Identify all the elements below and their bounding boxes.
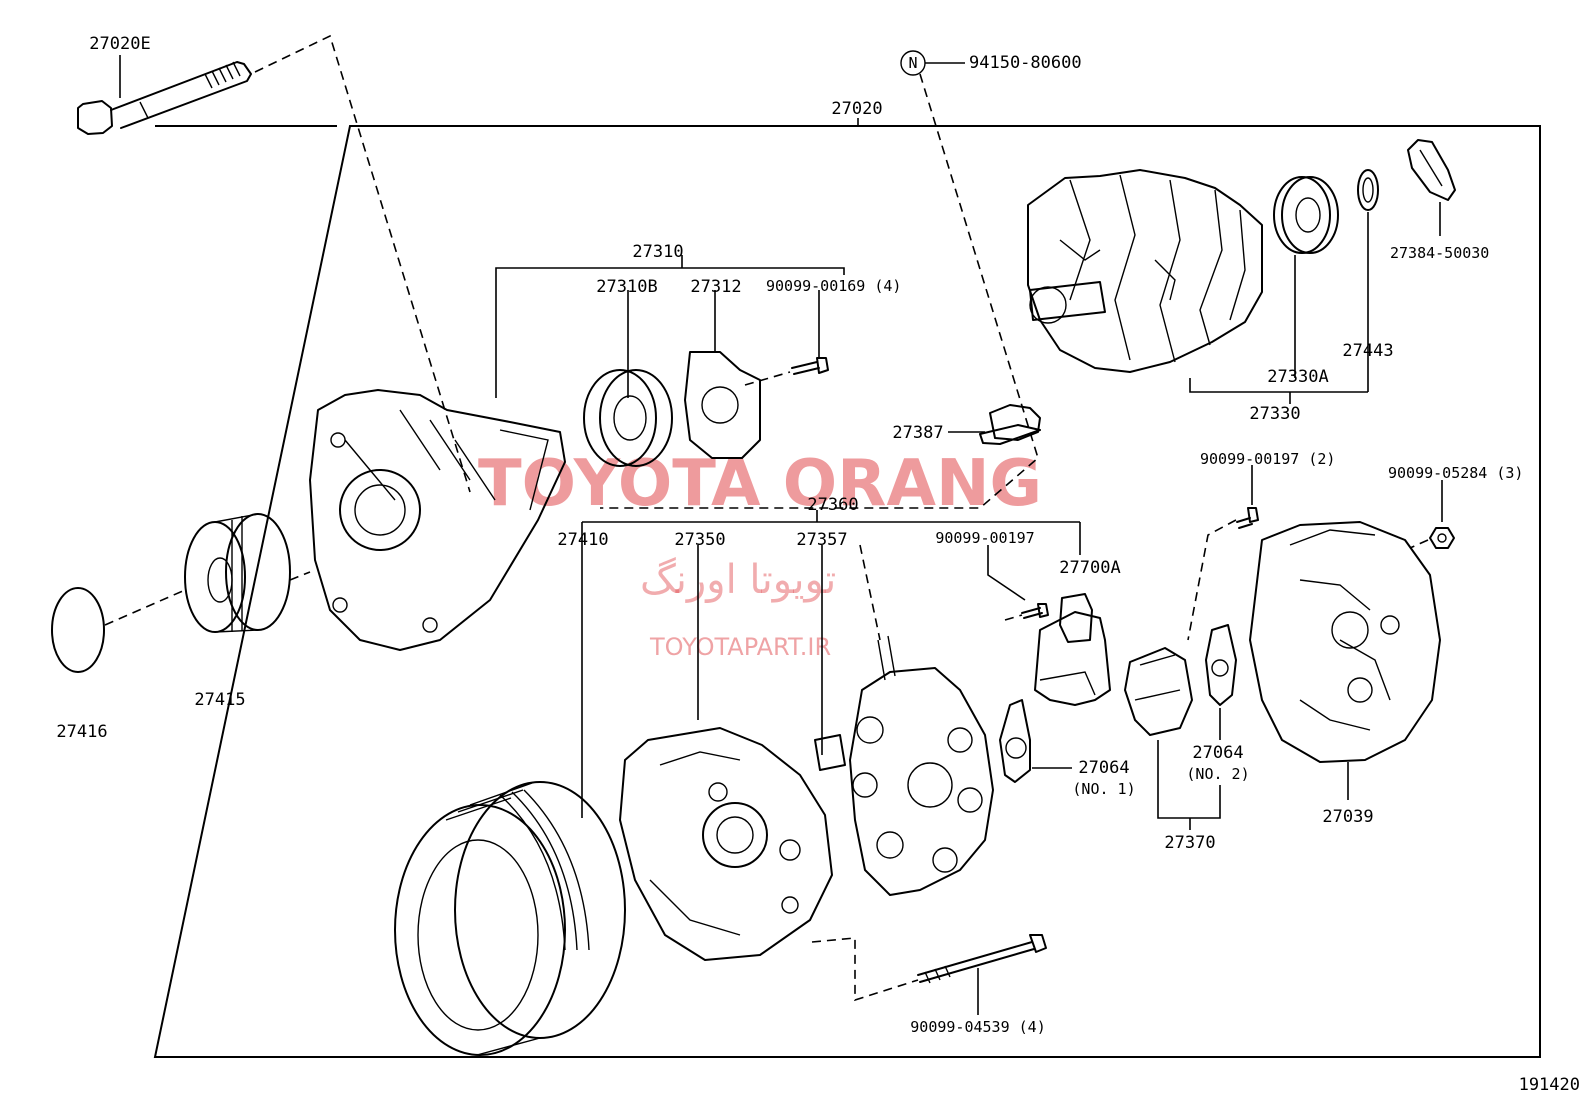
label-27064-no2: 27064 [1192,743,1243,763]
watermark-site: TOYOTAPART.IR [649,633,831,661]
brush-holder-drawing [1124,647,1193,736]
large-pulley-27410-drawing [394,781,626,1056]
screw-00169-drawing [791,357,829,375]
watermark: TOYOTA ORANG تویوتا اورنگ TOYOTAPART.IR [478,447,1042,661]
label-27330: 27330 [1249,404,1300,424]
assembly-frame [153,125,1541,1058]
insulator-27387-drawing [979,404,1041,445]
label-27357: 27357 [796,530,847,550]
bearing-27330a-drawing [1273,176,1339,254]
label-27310: 27310 [632,242,683,262]
label-27370: 27370 [1164,833,1215,853]
label-27312: 27312 [690,277,741,297]
label-27064-no1-note: (NO. 1) [1072,780,1135,798]
washer-27443-drawing [1357,169,1379,211]
watermark-brand: TOYOTA ORANG [478,447,1042,521]
label-94150-80600: 94150-80600 [969,53,1082,73]
svg-text:N: N [908,54,917,72]
gasket-no2-drawing [1205,624,1237,706]
cap-27416-drawing [51,587,105,673]
rectifier-27357-drawing [814,635,994,896]
label-27310b: 27310B [596,277,657,297]
label-90099-00197: 90099-00197 [935,529,1034,547]
label-90099-05284: 90099-05284 (3) [1388,464,1523,482]
rotor-drawing [1027,169,1263,373]
label-27387: 27387 [892,423,943,443]
part-labels: 27020E 94150-80600 27020 27310 27310B 27… [56,34,1580,1095]
label-27410: 27410 [557,530,608,550]
label-27415: 27415 [194,690,245,710]
label-27064-no2-note: (NO. 2) [1186,765,1249,783]
label-27700a: 27700A [1059,558,1120,578]
bolt-04539-drawing [917,934,1047,984]
label-27443: 27443 [1342,341,1393,361]
label-27020: 27020 [831,99,882,119]
cover-ring-drawing [1407,139,1456,201]
label-27360: 27360 [807,495,858,515]
label-27384-50030: 27384-50030 [1390,244,1489,262]
watermark-brand-fa: تویوتا اورنگ [640,557,836,603]
label-27330a: 27330A [1267,367,1328,387]
through-bolt-drawing [77,61,252,135]
label-90099-00169: 90099-00169 (4) [766,277,901,295]
nut-05284-drawing [1429,527,1455,549]
figure-number: 191420 [1519,1075,1580,1095]
drive-end-frame-drawing [309,389,566,651]
rear-cover-27039-drawing [1249,521,1441,763]
label-27350: 27350 [674,530,725,550]
screw-00197-drawing [1021,603,1049,619]
retainer-27312-drawing [684,351,761,459]
bearing-27310b-drawing [583,369,673,467]
rectifier-end-frame-27350-drawing [619,727,833,961]
label-90099-04539: 90099-04539 (4) [910,1018,1045,1036]
regulator-27700a-drawing [1034,593,1111,706]
label-27416: 27416 [56,722,107,742]
label-90099-00197-2: 90099-00197 (2) [1200,450,1335,468]
screw-00197-2-drawing [1236,507,1259,529]
gasket-no1-drawing [999,699,1031,783]
label-27020e: 27020E [89,34,150,54]
pulley-27415-drawing [184,513,291,633]
label-27039: 27039 [1322,807,1373,827]
label-27064-no1: 27064 [1078,758,1129,778]
nut-marker: N [900,50,926,76]
